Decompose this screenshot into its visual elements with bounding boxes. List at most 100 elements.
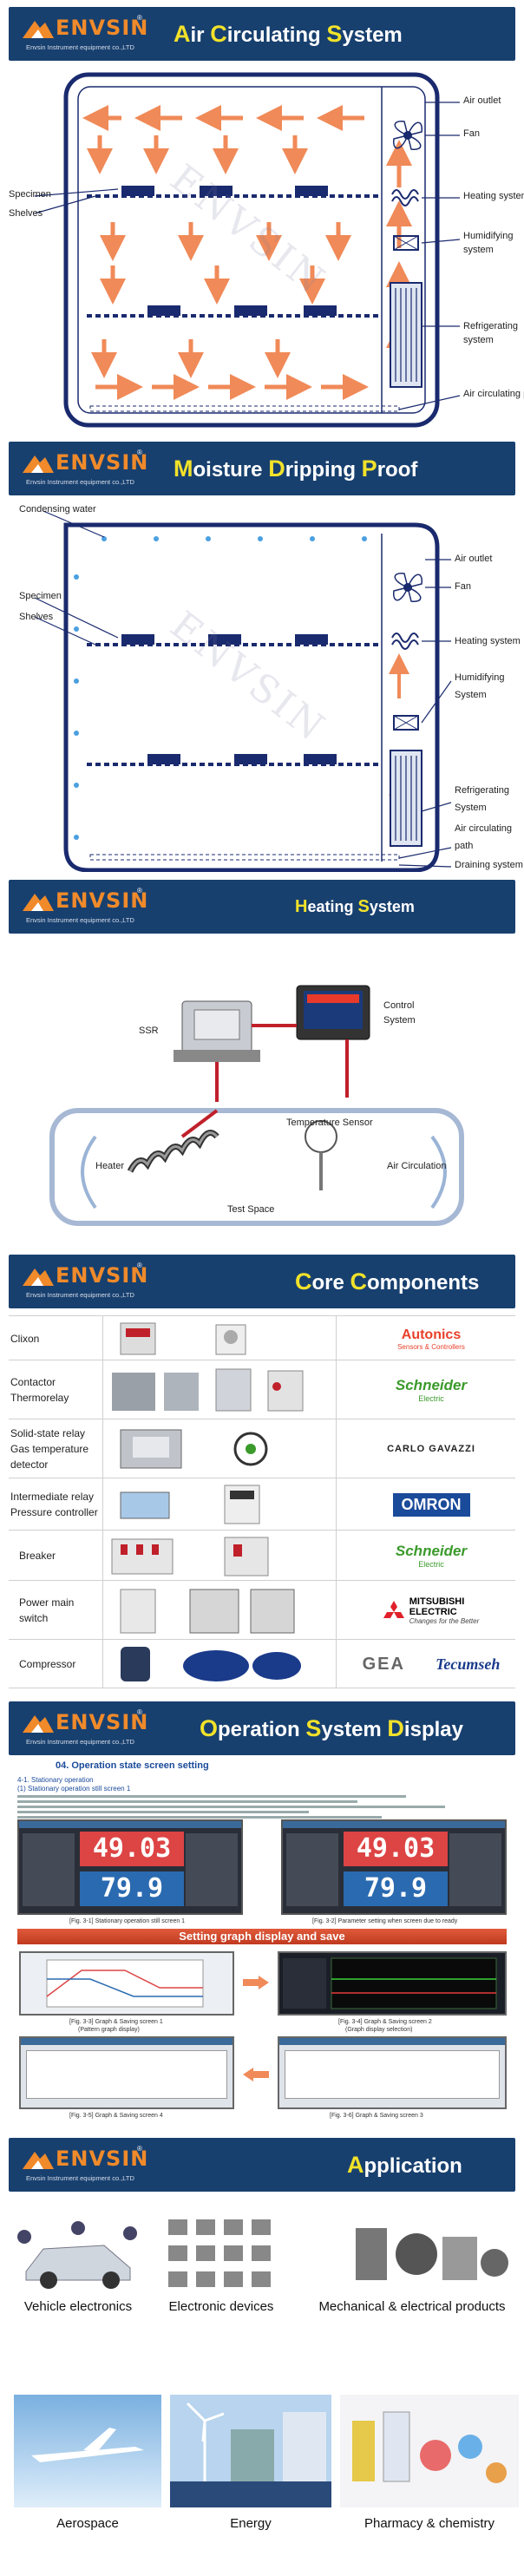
heating-diagram — [49, 985, 464, 1226]
caption-fig-3-5: [Fig. 3-5] Graph & Saving screen 4 — [69, 2113, 163, 2119]
registered-mark: ® — [137, 1708, 142, 1716]
core-row-breaker: Breaker Schneider Electric — [9, 1531, 515, 1581]
app-label: Mechanical & electrical products — [318, 2299, 506, 2314]
label-air-path-1: Air circulating — [455, 823, 513, 834]
brand-logo: ENVSIN ® Envsin Instrument equipment co.… — [21, 1260, 151, 1303]
heating-banner: ENVSIN ® Envsin Instrument equipment co.… — [9, 880, 515, 934]
label-humidifying-1: Humidifying — [455, 672, 505, 683]
humidifier-icon — [393, 235, 419, 251]
heating-section: ENVSIN ® Envsin Instrument equipment co.… — [0, 876, 524, 1249]
water-drops — [74, 536, 367, 840]
compressor-photo — [121, 1647, 301, 1681]
label-heating: Heating system — [463, 191, 524, 201]
air-circulating-diagram — [34, 72, 461, 428]
caption-fig-3-6: [Fig. 3-6] Graph & Saving screen 3 — [330, 2113, 423, 2119]
label-refrigerating-1: Refrigerating — [463, 321, 518, 331]
section-title: Operation System Display — [200, 1715, 463, 1741]
doc-text-lines — [17, 1795, 503, 1819]
heater-coil-icon — [127, 1130, 219, 1173]
brand-carlo-gavazzi: CARLO GAVAZZI — [387, 1444, 475, 1454]
app-energy: Energy — [170, 2395, 331, 2542]
label-test-space: Test Space — [227, 1204, 275, 1215]
logo-mountain-icon — [23, 1268, 54, 1286]
label-air-path: Air circulating path — [463, 389, 524, 399]
logo-subtitle: Envsin Instrument equipment co.,LTD — [26, 478, 134, 486]
app-pharmacy-chemistry: Pharmacy & chemistry — [340, 2395, 519, 2542]
app-label: Electronic devices — [168, 2299, 274, 2314]
brand-tecumseh: Tecumseh — [436, 1655, 501, 1673]
label-specimen: Specimen — [19, 591, 62, 601]
logo-name: ENVSIN — [56, 1710, 149, 1734]
screen-graph-1 — [19, 1951, 234, 2016]
caption-fig-3-3a: [Fig. 3-3] Graph & Saving screen 1 — [69, 2019, 163, 2025]
aerospace-photo — [14, 2395, 161, 2507]
caption-fig-3-1: [Fig. 3-1] Stationary operation still sc… — [69, 1918, 186, 1924]
label-control-2: System — [383, 1015, 416, 1026]
registered-mark: ® — [137, 14, 142, 22]
operation-section: ENVSIN ® Envsin Instrument equipment co.… — [0, 1696, 524, 2134]
screen-stationary-1: 49.03 79.9 — [17, 1819, 243, 1915]
label-fan: Fan — [455, 581, 471, 592]
moisture-diagram — [34, 510, 452, 872]
doc-subheading-2: (1) Stationary operation still screen 1 — [17, 1785, 131, 1793]
core-row-clixon: Clixon Autonics Sensors & Controllers — [9, 1315, 515, 1361]
arrow-left-icon — [243, 2068, 269, 2081]
section-title: Application — [347, 2152, 462, 2178]
operation-banner: ENVSIN ® Envsin Instrument equipment co.… — [9, 1701, 515, 1755]
label-refrigerating-2: system — [463, 335, 494, 345]
heating-coil-icon — [391, 633, 419, 650]
registered-mark: ® — [137, 887, 142, 895]
doc-subheading: 4-1. Stationary operation — [17, 1776, 94, 1784]
section-title: Moisture Dripping Proof — [174, 456, 418, 482]
caption-fig-3-2: [Fig. 3-2] Parameter setting when screen… — [312, 1918, 458, 1924]
logo-mountain-icon — [23, 894, 54, 911]
car-illustration — [17, 2221, 137, 2289]
brand-logo: ENVSIN ® Envsin Instrument equipment co.… — [21, 12, 151, 56]
logo-mountain-icon — [23, 21, 54, 38]
brand-omron: OMRON — [392, 1492, 470, 1517]
app-electronic-devices: Electronic devices — [156, 2211, 286, 2324]
brand-logo: ENVSIN ® Envsin Instrument equipment co.… — [21, 2143, 151, 2186]
airflow-arrows — [82, 105, 412, 400]
label-draining: Draining system — [455, 860, 523, 870]
label-specimen: Specimen — [9, 189, 51, 200]
label-heating: Heating system — [455, 636, 521, 646]
logo-subtitle: Envsin Instrument equipment co.,LTD — [26, 1291, 134, 1299]
app-vehicle-electronics: Vehicle electronics — [9, 2211, 147, 2324]
heating-coil-icon — [391, 189, 419, 206]
contactor-photo — [112, 1368, 304, 1412]
label-control-1: Control — [383, 1000, 415, 1011]
devices-illustration — [168, 2219, 271, 2287]
label-fan: Fan — [463, 128, 480, 139]
caption-fig-3-4b: (Graph display selection) — [345, 2027, 413, 2033]
ssr-relay-icon — [174, 1000, 260, 1062]
moisture-section: ENVSIN ® Envsin Instrument equipment co.… — [0, 438, 524, 876]
brand-logo: ENVSIN ® Envsin Instrument equipment co.… — [21, 447, 151, 490]
shelf-lower — [87, 305, 382, 318]
registered-mark: ® — [137, 2145, 142, 2153]
logo-mountain-icon — [23, 1715, 54, 1733]
caption-fig-3-4a: [Fig. 3-4] Graph & Saving screen 2 — [338, 2019, 432, 2025]
moisture-banner: ENVSIN ® Envsin Instrument equipment co.… — [9, 442, 515, 495]
logo-subtitle: Envsin Instrument equipment co.,LTD — [26, 43, 134, 51]
mitsubishi-logo-icon — [383, 1601, 404, 1618]
control-panel-icon — [296, 985, 370, 1040]
logo-name: ENVSIN — [56, 16, 149, 40]
logo-subtitle: Envsin Instrument equipment co.,LTD — [26, 2174, 134, 2182]
label-refrigerating-2: System — [455, 803, 487, 813]
brand-logo: ENVSIN ® Envsin Instrument equipment co.… — [21, 1707, 151, 1750]
label-air-outlet: Air outlet — [463, 95, 501, 106]
screen-stationary-2: 49.03 79.9 — [281, 1819, 507, 1915]
registered-mark: ® — [137, 449, 142, 456]
label-humidifying-1: Humidifying — [463, 231, 514, 241]
app-label: Pharmacy & chemistry — [364, 2516, 495, 2531]
brand-gea: GEA — [362, 1654, 405, 1674]
shelf-upper — [87, 186, 382, 198]
label-humidifying-2: System — [455, 690, 487, 700]
app-label: Aerospace — [56, 2516, 119, 2531]
energy-photo — [170, 2395, 331, 2507]
